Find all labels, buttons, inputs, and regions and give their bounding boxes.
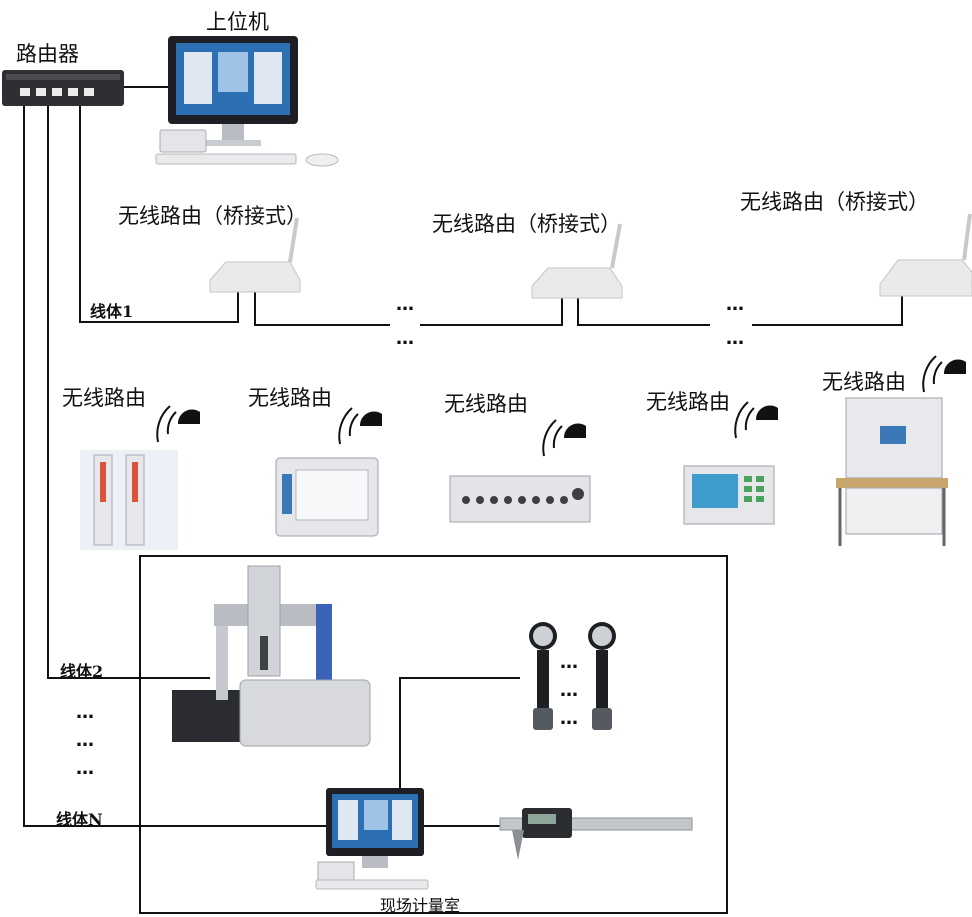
dial-gauge-left [529,622,557,730]
host-computer [155,36,339,167]
metrology-room-frame [139,555,728,914]
ellipsis-bridge-2b: … [726,328,745,349]
bridge-router-label-1: 无线路由（桥接式） [118,204,307,228]
bridge-router-1 [209,217,301,293]
line1-label: 线体1 [90,302,134,321]
ellipsis-gauges-1: … [560,652,579,673]
measurement-box-device [275,457,379,537]
bridge-router-3 [879,213,972,297]
ellipsis-lines-1: … [76,702,95,723]
bridge-link-4 [752,296,903,326]
lineN-label: 线体N [56,810,103,829]
bridge-link-1 [254,292,390,326]
ellipsis-bridge-2a: … [726,294,745,315]
room-computer [315,788,429,890]
bridge-link-3 [577,298,710,326]
cmm-machine [172,565,371,747]
wireless-router-label-5: 无线路由 [822,370,906,394]
ellipsis-lines-3: … [76,758,95,779]
wifi-signal-icons [156,355,966,457]
lineN-wire [23,104,330,827]
tower-gauge-device [80,450,178,550]
controller-panel-device [683,465,775,525]
line2-label: 线体2 [60,662,104,681]
multi-channel-device [449,475,591,523]
caliper-device [499,808,693,860]
host-label: 上位机 [206,10,269,34]
wireless-router-label-1: 无线路由 [62,386,146,410]
ellipsis-gauges-3: … [560,708,579,729]
ellipsis-bridge-1b: … [396,328,415,349]
bridge-router-2 [531,223,623,299]
bridge-link-2 [420,298,563,326]
router-label: 路由器 [16,42,79,66]
wireless-router-label-2: 无线路由 [248,386,332,410]
ellipsis-gauges-2: … [560,680,579,701]
router-device [2,70,124,106]
dial-gauge-right [588,622,616,730]
bridge-router-label-3: 无线路由（桥接式） [740,190,929,214]
metrology-room-label: 现场计量室 [380,896,461,915]
ellipsis-lines-2: … [76,730,95,751]
ellipsis-bridge-1a: … [396,294,415,315]
wireless-router-label-4: 无线路由 [646,390,730,414]
bridge-router-label-2: 无线路由（桥接式） [432,212,621,236]
line1-wire [79,104,239,323]
line2-wire [47,104,210,679]
test-bench-device [836,397,948,546]
room-link-gauges [399,677,520,790]
wireless-router-label-3: 无线路由 [444,392,528,416]
